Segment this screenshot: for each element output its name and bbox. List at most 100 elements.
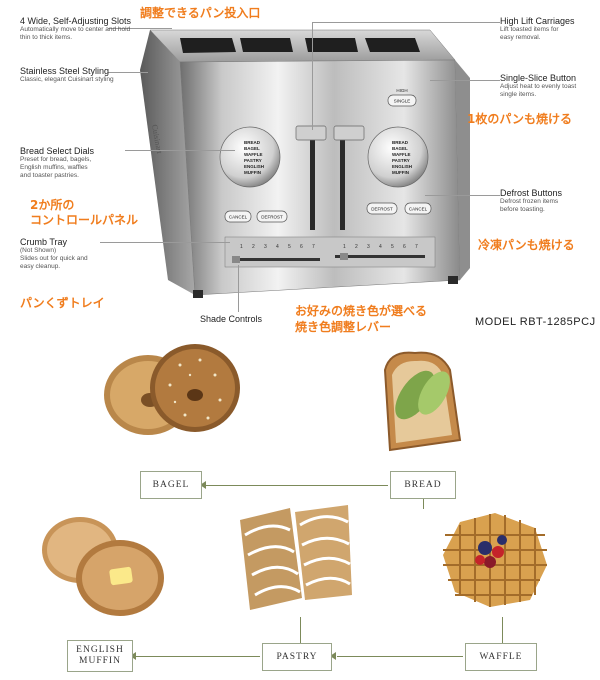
callout-desc: and toaster pastries. bbox=[20, 172, 79, 179]
callout-line bbox=[125, 150, 235, 151]
shade-number: 4 bbox=[379, 244, 382, 250]
label-pastry: PASTRY bbox=[262, 643, 332, 671]
callout-line bbox=[100, 242, 230, 243]
callout-desc: Lift toasted items for bbox=[500, 26, 559, 33]
callout-line bbox=[425, 195, 500, 196]
shade-number: 1 bbox=[240, 244, 243, 250]
callout-desc: (Not Shown) bbox=[20, 247, 57, 254]
callout-desc: before toasting. bbox=[500, 206, 545, 213]
dial-label: PASTRY bbox=[392, 158, 410, 163]
jp-label-crumb: パンくずトレイ bbox=[20, 296, 105, 310]
callout-desc: easy cleanup. bbox=[20, 263, 61, 270]
callout-title: Stainless Steel Styling bbox=[20, 66, 110, 76]
arrow-icon bbox=[330, 652, 336, 660]
connector-line bbox=[206, 485, 388, 486]
waffle-image bbox=[443, 513, 547, 607]
callout-title: Single-Slice Button bbox=[500, 73, 577, 83]
dial-label: ENGLISH bbox=[392, 164, 412, 169]
dial-label: ENGLISH bbox=[244, 164, 264, 169]
callout-desc: easy removal. bbox=[500, 34, 541, 41]
shade-number: 3 bbox=[367, 244, 370, 250]
callout-crumb: Crumb Tray (Not Shown) Slides out for qu… bbox=[20, 237, 120, 271]
connector-line bbox=[337, 656, 463, 657]
bread-slots bbox=[180, 38, 420, 53]
callout-desc: Defrost frozen items bbox=[500, 198, 559, 205]
connector-line bbox=[136, 656, 260, 657]
jp-label-shade-1: お好みの焼き色が選べる bbox=[295, 304, 428, 318]
callout-desc: Adjust heat to evenly toast bbox=[500, 83, 577, 90]
callout-defrost: Defrost Buttons Defrost frozen items bef… bbox=[500, 188, 595, 214]
svg-text:CANCEL: CANCEL bbox=[229, 215, 248, 220]
shade-number: 7 bbox=[415, 244, 418, 250]
callout-line bbox=[108, 72, 148, 73]
callout-title: Crumb Tray bbox=[20, 237, 68, 247]
shade-number: 1 bbox=[343, 244, 346, 250]
shade-number: 7 bbox=[312, 244, 315, 250]
bagel-image bbox=[104, 344, 240, 435]
shade-number: 6 bbox=[300, 244, 303, 250]
callout-shade: Shade Controls bbox=[200, 314, 263, 324]
dial-label: BREAD bbox=[244, 140, 261, 145]
label-bagel: BAGEL bbox=[140, 471, 202, 499]
callout-title: 4 Wide, Self-Adjusting Slots bbox=[20, 16, 132, 26]
callout-dials: Bread Select Dials Preset for bread, bag… bbox=[20, 146, 130, 180]
callout-line bbox=[312, 22, 313, 130]
arrow-icon bbox=[200, 481, 206, 489]
shade-number: 5 bbox=[391, 244, 394, 250]
dial-label: BREAD bbox=[392, 140, 409, 145]
dial-label: WAFFLE bbox=[392, 152, 411, 157]
dial-label: PASTRY bbox=[244, 158, 262, 163]
toaster-illustration: Cuisinart BREADBAGELWAFFLEPASTRYENGLISHM… bbox=[140, 29, 470, 298]
callout-lift: High Lift Carriages Lift toasted items f… bbox=[500, 16, 595, 42]
bread-image bbox=[383, 351, 462, 452]
dial-label: MUFFIN bbox=[244, 170, 261, 175]
shade-number: 5 bbox=[288, 244, 291, 250]
model-number: MODEL RBT-1285PCJ bbox=[475, 316, 596, 328]
callout-title: Defrost Buttons bbox=[500, 188, 563, 198]
callout-desc: Preset for bread, bagels, bbox=[20, 156, 92, 163]
label-waffle: WAFFLE bbox=[465, 643, 537, 671]
callout-line bbox=[238, 265, 239, 312]
jp-label-defrost: 冷凍パンも焼ける bbox=[478, 238, 575, 252]
callout-slots: 4 Wide, Self-Adjusting Slots Automatical… bbox=[20, 16, 140, 42]
shade-number: 2 bbox=[355, 244, 358, 250]
callout-desc: single items. bbox=[500, 91, 537, 98]
callout-desc: thin to thick items. bbox=[20, 34, 73, 41]
callout-title: Bread Select Dials bbox=[20, 146, 95, 156]
connector-line bbox=[502, 617, 503, 644]
dial-label: BAGEL bbox=[392, 146, 408, 151]
arrow-icon bbox=[130, 652, 136, 660]
callout-desc: Classic, elegant Cuisinart styling bbox=[20, 76, 114, 83]
callout-desc: Slides out for quick and bbox=[20, 255, 88, 262]
dial-label: MUFFIN bbox=[392, 170, 409, 175]
callout-single: Single-Slice Button Adjust heat to evenl… bbox=[500, 73, 595, 99]
shade-number: 6 bbox=[403, 244, 406, 250]
connector-line bbox=[300, 617, 301, 644]
pastry-image bbox=[240, 505, 352, 610]
callout-line bbox=[430, 80, 500, 81]
svg-text:DEFROST: DEFROST bbox=[371, 207, 393, 212]
jp-label-control-2: コントロールパネル bbox=[30, 213, 139, 227]
callout-line bbox=[312, 22, 500, 23]
label-english-line1: ENGLISH bbox=[76, 645, 124, 655]
callout-desc: Automatically move to center and hold bbox=[20, 26, 131, 33]
shade-number: 2 bbox=[252, 244, 255, 250]
callout-line bbox=[108, 28, 172, 29]
jp-label-control-1: 2か所の bbox=[30, 198, 75, 212]
english-muffin-image bbox=[42, 517, 164, 616]
svg-text:DEFROST: DEFROST bbox=[261, 215, 283, 220]
svg-text:SINGLE: SINGLE bbox=[394, 99, 411, 104]
callout-desc: English muffins, waffles bbox=[20, 164, 88, 171]
shade-number: 4 bbox=[276, 244, 279, 250]
connector-line bbox=[423, 497, 424, 509]
dial-label: BAGEL bbox=[244, 146, 260, 151]
jp-label-slots: 調整できるパン投入口 bbox=[140, 6, 261, 20]
svg-text:CANCEL: CANCEL bbox=[409, 207, 428, 212]
label-english-muffin: ENGLISH MUFFIN bbox=[67, 640, 133, 672]
jp-label-shade-2: 焼き色調整レバー bbox=[295, 320, 392, 334]
label-bread: BREAD bbox=[390, 471, 456, 499]
callout-title: High Lift Carriages bbox=[500, 16, 575, 26]
svg-text:HIGH: HIGH bbox=[396, 88, 407, 93]
shade-number: 3 bbox=[264, 244, 267, 250]
callout-steel: Stainless Steel Styling Classic, elegant… bbox=[20, 66, 130, 84]
